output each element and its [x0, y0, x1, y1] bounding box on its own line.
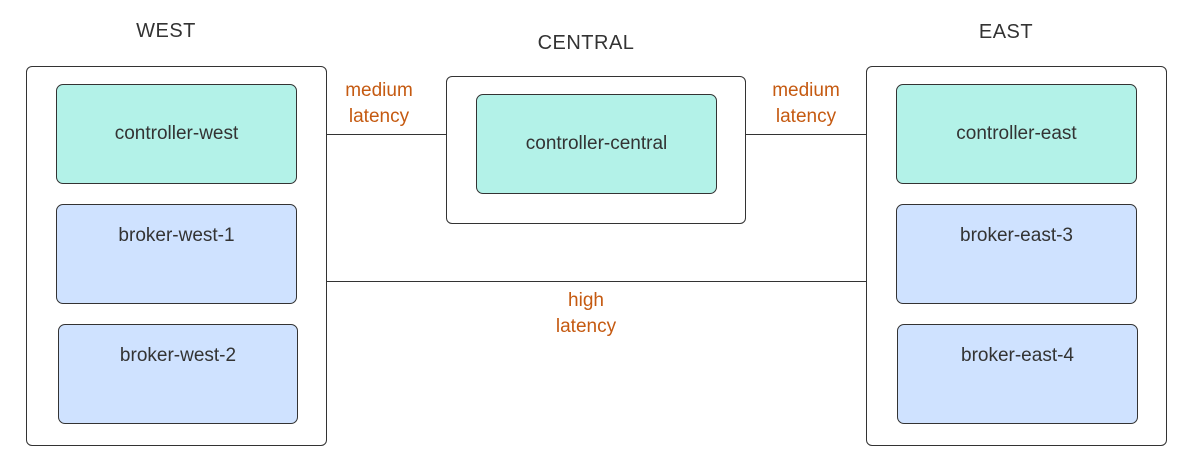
latency-label-line: latency	[775, 106, 837, 127]
broker-east-4-node[interactable]: broker-east-4	[897, 324, 1138, 424]
connector-central-east	[746, 134, 866, 135]
broker-east-3-node[interactable]: broker-east-3	[896, 204, 1137, 304]
latency-label-west-east: high latency	[533, 288, 639, 340]
latency-label-line: medium	[772, 80, 840, 101]
node-label: broker-west-2	[119, 345, 237, 366]
latency-label-line: latency	[555, 316, 617, 337]
node-label: controller-west	[114, 123, 239, 144]
node-label: controller-central	[525, 133, 668, 154]
broker-west-2-node[interactable]: broker-west-2	[58, 324, 298, 424]
central-region-title: CENTRAL	[537, 32, 635, 54]
latency-label-line: latency	[348, 106, 410, 127]
controller-central-node[interactable]: controller-central	[476, 94, 717, 194]
latency-label-west-central: medium latency	[326, 78, 432, 130]
latency-label-line: high	[568, 290, 604, 311]
broker-west-1-node[interactable]: broker-west-1	[56, 204, 297, 304]
connector-west-east	[327, 281, 866, 282]
controller-west-node[interactable]: controller-west	[56, 84, 297, 184]
controller-east-node[interactable]: controller-east	[896, 84, 1137, 184]
latency-label-line: medium	[345, 80, 413, 101]
connector-west-central	[327, 134, 446, 135]
node-label: controller-east	[956, 123, 1077, 144]
node-label: broker-east-4	[961, 345, 1074, 366]
node-label: broker-west-1	[118, 225, 235, 246]
west-region-title: WEST	[136, 20, 196, 42]
node-label: broker-east-3	[960, 225, 1073, 246]
east-region-title: EAST	[978, 21, 1034, 43]
latency-label-central-east: medium latency	[753, 78, 859, 130]
